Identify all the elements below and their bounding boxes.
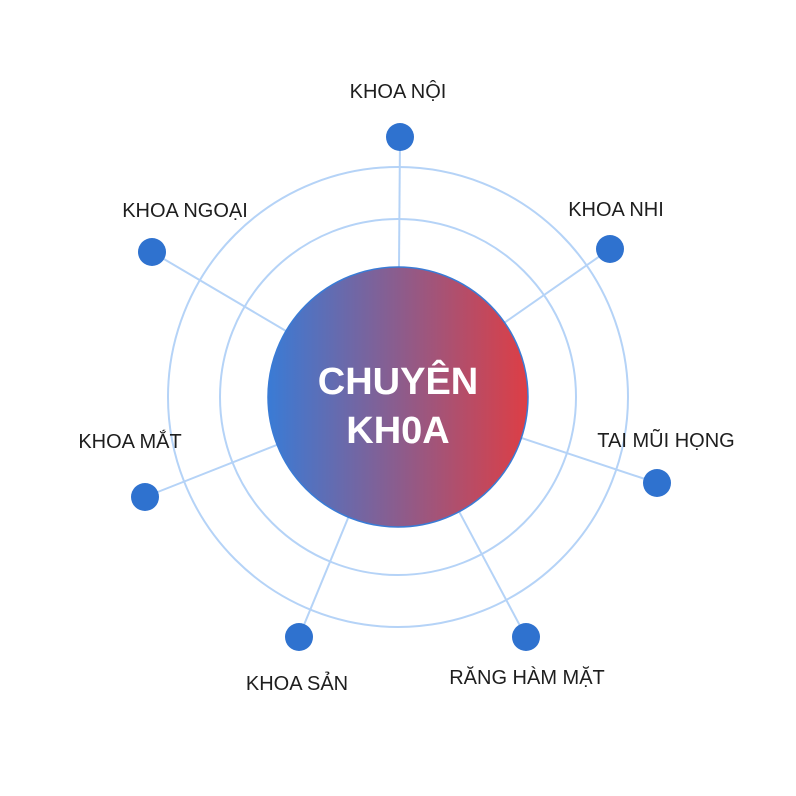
- outer-ring: [167, 166, 629, 628]
- department-node: [596, 235, 624, 263]
- department-node: [386, 123, 414, 151]
- center-title-line1: CHUYÊN: [318, 359, 478, 403]
- spoke-line: [151, 251, 287, 332]
- department-label: KHOA NHI: [568, 199, 664, 221]
- spoke-line: [521, 437, 658, 484]
- department-node: [131, 483, 159, 511]
- department-node: [285, 623, 313, 651]
- department-label: KHOA NGOẠI: [122, 200, 248, 222]
- spoke-line: [397, 136, 401, 268]
- spoke-line: [458, 511, 527, 638]
- department-label: RĂNG HÀM MẶT: [449, 666, 605, 689]
- spoke-line: [298, 516, 350, 638]
- center-title-line2: KH0A: [346, 410, 449, 452]
- department-node: [643, 469, 671, 497]
- department-node: [138, 238, 166, 266]
- department-label: KHOA SẢN: [246, 672, 348, 695]
- center-circle: [267, 266, 529, 528]
- department-label: TAI MŨI HỌNG: [597, 428, 734, 452]
- department-node: [512, 623, 540, 651]
- spoke-line: [144, 443, 278, 498]
- inner-ring: [219, 218, 577, 576]
- department-label: KHOA MẮT: [78, 429, 181, 453]
- department-label: KHOA NỘI: [350, 80, 447, 103]
- spoke-line: [504, 248, 611, 324]
